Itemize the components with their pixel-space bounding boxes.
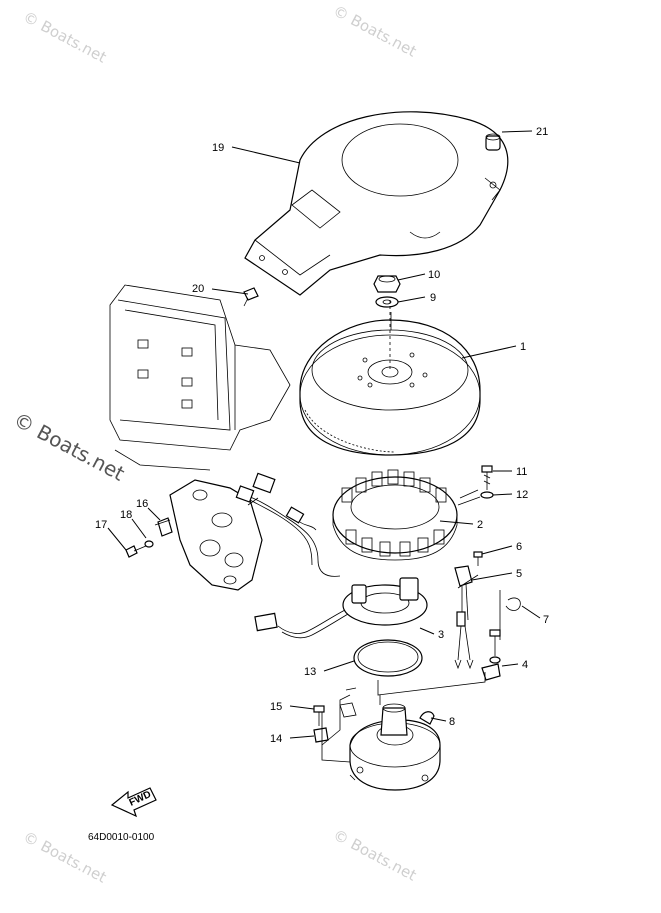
lead-screw-part bbox=[473, 551, 483, 566]
callout-21: 21 bbox=[536, 126, 548, 138]
washer-part bbox=[375, 296, 399, 308]
callout-17: 17 bbox=[95, 519, 107, 531]
callout-13: 13 bbox=[304, 666, 316, 678]
callout-18: 18 bbox=[120, 509, 132, 521]
callout-19: 19 bbox=[212, 142, 224, 154]
engine-block-outline bbox=[109, 284, 291, 471]
assembly-lines bbox=[154, 300, 501, 763]
callout-7: 7 bbox=[543, 614, 549, 626]
wire-clip-part bbox=[505, 597, 521, 611]
callout-20: 20 bbox=[192, 283, 204, 295]
watermark-top-right: © Boats.net bbox=[330, 2, 419, 61]
callout-6: 6 bbox=[516, 541, 522, 553]
callout-16: 16 bbox=[136, 498, 148, 510]
flywheel-cover-part bbox=[244, 111, 509, 296]
wiring-harness bbox=[235, 472, 341, 577]
watermark-bottom-right: © Boats.net bbox=[330, 826, 419, 885]
base-clip-part bbox=[419, 711, 435, 725]
callout-1: 1 bbox=[520, 341, 526, 353]
callout-14: 14 bbox=[270, 733, 282, 745]
base-screw-part bbox=[313, 705, 325, 726]
o-ring-part bbox=[353, 639, 423, 677]
bracket-screw-part bbox=[125, 545, 147, 558]
stator-screw-part bbox=[481, 465, 493, 490]
callout-12: 12 bbox=[516, 489, 528, 501]
harness-clamp-part bbox=[339, 687, 357, 718]
stator-washer-part bbox=[480, 491, 494, 499]
clamp-part bbox=[481, 629, 501, 681]
callout-4: 4 bbox=[522, 659, 528, 671]
nut-part bbox=[373, 275, 401, 293]
diagram-code: 64D0010-0100 bbox=[88, 832, 155, 843]
callout-11: 11 bbox=[516, 466, 527, 478]
callout-leaders bbox=[107, 130, 541, 739]
grommet-part bbox=[485, 133, 501, 151]
callout-numbers: 19 21 10 9 20 1 11 12 2 16 18 17 6 5 7 3… bbox=[95, 126, 549, 745]
callout-5: 5 bbox=[516, 568, 522, 580]
lead-wire-part bbox=[454, 565, 474, 670]
callout-3: 3 bbox=[438, 629, 444, 641]
callout-8: 8 bbox=[449, 716, 455, 728]
stator-base-part bbox=[349, 703, 441, 791]
bracket-clip-part bbox=[157, 517, 173, 537]
bracket-washer-part bbox=[144, 540, 154, 548]
cover-bolt-part bbox=[243, 287, 259, 307]
flywheel-part bbox=[299, 319, 481, 456]
fwd-arrow-icon: FWD bbox=[110, 787, 157, 818]
callout-9: 9 bbox=[430, 292, 436, 304]
watermark-side: © Boats.net bbox=[10, 407, 129, 486]
base-clamp-part bbox=[313, 727, 329, 743]
callout-2: 2 bbox=[477, 519, 483, 531]
callout-15: 15 bbox=[270, 701, 282, 713]
watermark-top-left: © Boats.net bbox=[20, 8, 109, 67]
pulser-coil-part bbox=[254, 577, 428, 639]
callout-10: 10 bbox=[428, 269, 440, 281]
stator-part bbox=[332, 469, 458, 561]
